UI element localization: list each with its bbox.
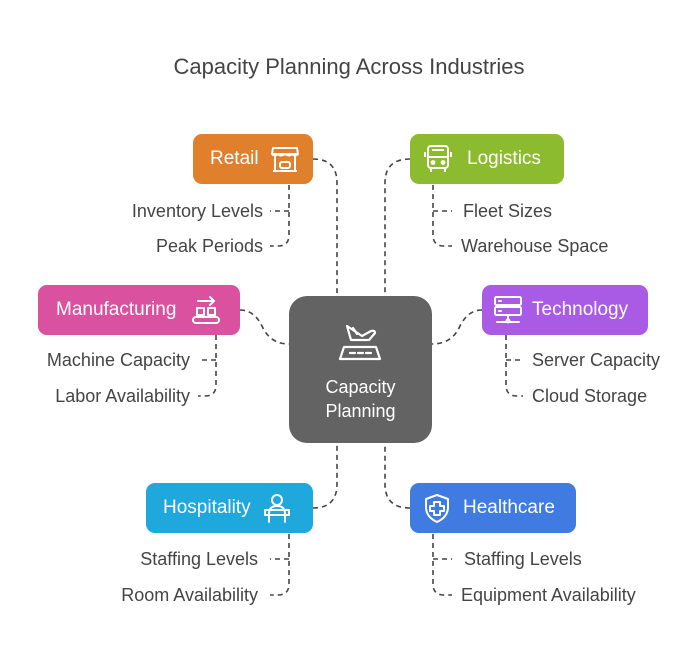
- retail-item-2: Peak Periods: [155, 236, 263, 256]
- market-stall-icon: [269, 143, 301, 175]
- logistics-node: Logistics: [410, 134, 564, 184]
- airplane-landing-icon: [335, 322, 385, 362]
- healthcare-connector: [384, 443, 411, 509]
- manufacturing-item-1: Machine Capacity: [46, 350, 190, 370]
- retail-label: Retail: [210, 148, 259, 169]
- hospitality-node: Hospitality: [146, 483, 313, 533]
- retail-connector: [312, 158, 338, 296]
- hospitality-label: Hospitality: [163, 497, 251, 518]
- hospitality-connector: [312, 443, 338, 509]
- bus-icon: [422, 143, 454, 175]
- logistics-connector: [384, 158, 411, 296]
- medical-shield-icon: [421, 492, 453, 524]
- healthcare-item-2: Equipment Availability: [461, 585, 636, 605]
- healthcare-node: Healthcare: [410, 483, 576, 533]
- retail-items-connector: [270, 185, 290, 247]
- technology-items-connector: [505, 335, 523, 397]
- server-icon: [492, 294, 524, 326]
- healthcare-item-1: Staffing Levels: [464, 549, 582, 569]
- healthcare-items-connector: [432, 534, 452, 596]
- retail-item-1: Inventory Levels: [131, 201, 263, 221]
- reception-desk-icon: [261, 492, 293, 524]
- hospitality-items-connector: [270, 534, 290, 596]
- technology-connector: [431, 309, 483, 345]
- center-node: Capacity Planning: [289, 296, 432, 443]
- manufacturing-item-2: Labor Availability: [55, 386, 190, 406]
- manufacturing-label: Manufacturing: [56, 299, 177, 320]
- retail-node: Retail: [193, 134, 313, 184]
- manufacturing-connector: [239, 309, 290, 345]
- technology-node: Technology: [482, 285, 648, 335]
- healthcare-label: Healthcare: [463, 497, 555, 518]
- logistics-item-1: Fleet Sizes: [463, 201, 553, 221]
- center-label-line1: Capacity: [325, 377, 396, 397]
- manufacturing-items-connector: [198, 335, 217, 397]
- conveyor-icon: [190, 294, 222, 326]
- logistics-item-2: Warehouse Space: [461, 236, 609, 256]
- diagram-title: Capacity Planning Across Industries: [173, 54, 525, 79]
- center-label: Capacity Planning: [289, 375, 432, 423]
- manufacturing-node: Manufacturing: [38, 285, 240, 335]
- center-label-line2: Planning: [325, 401, 396, 421]
- technology-label: Technology: [532, 299, 629, 320]
- technology-item-2: Cloud Storage: [532, 386, 648, 406]
- technology-item-1: Server Capacity: [532, 350, 661, 370]
- hospitality-item-1: Staffing Levels: [140, 549, 258, 569]
- hospitality-item-2: Room Availability: [121, 585, 258, 605]
- logistics-items-connector: [432, 185, 452, 247]
- logistics-label: Logistics: [467, 148, 541, 169]
